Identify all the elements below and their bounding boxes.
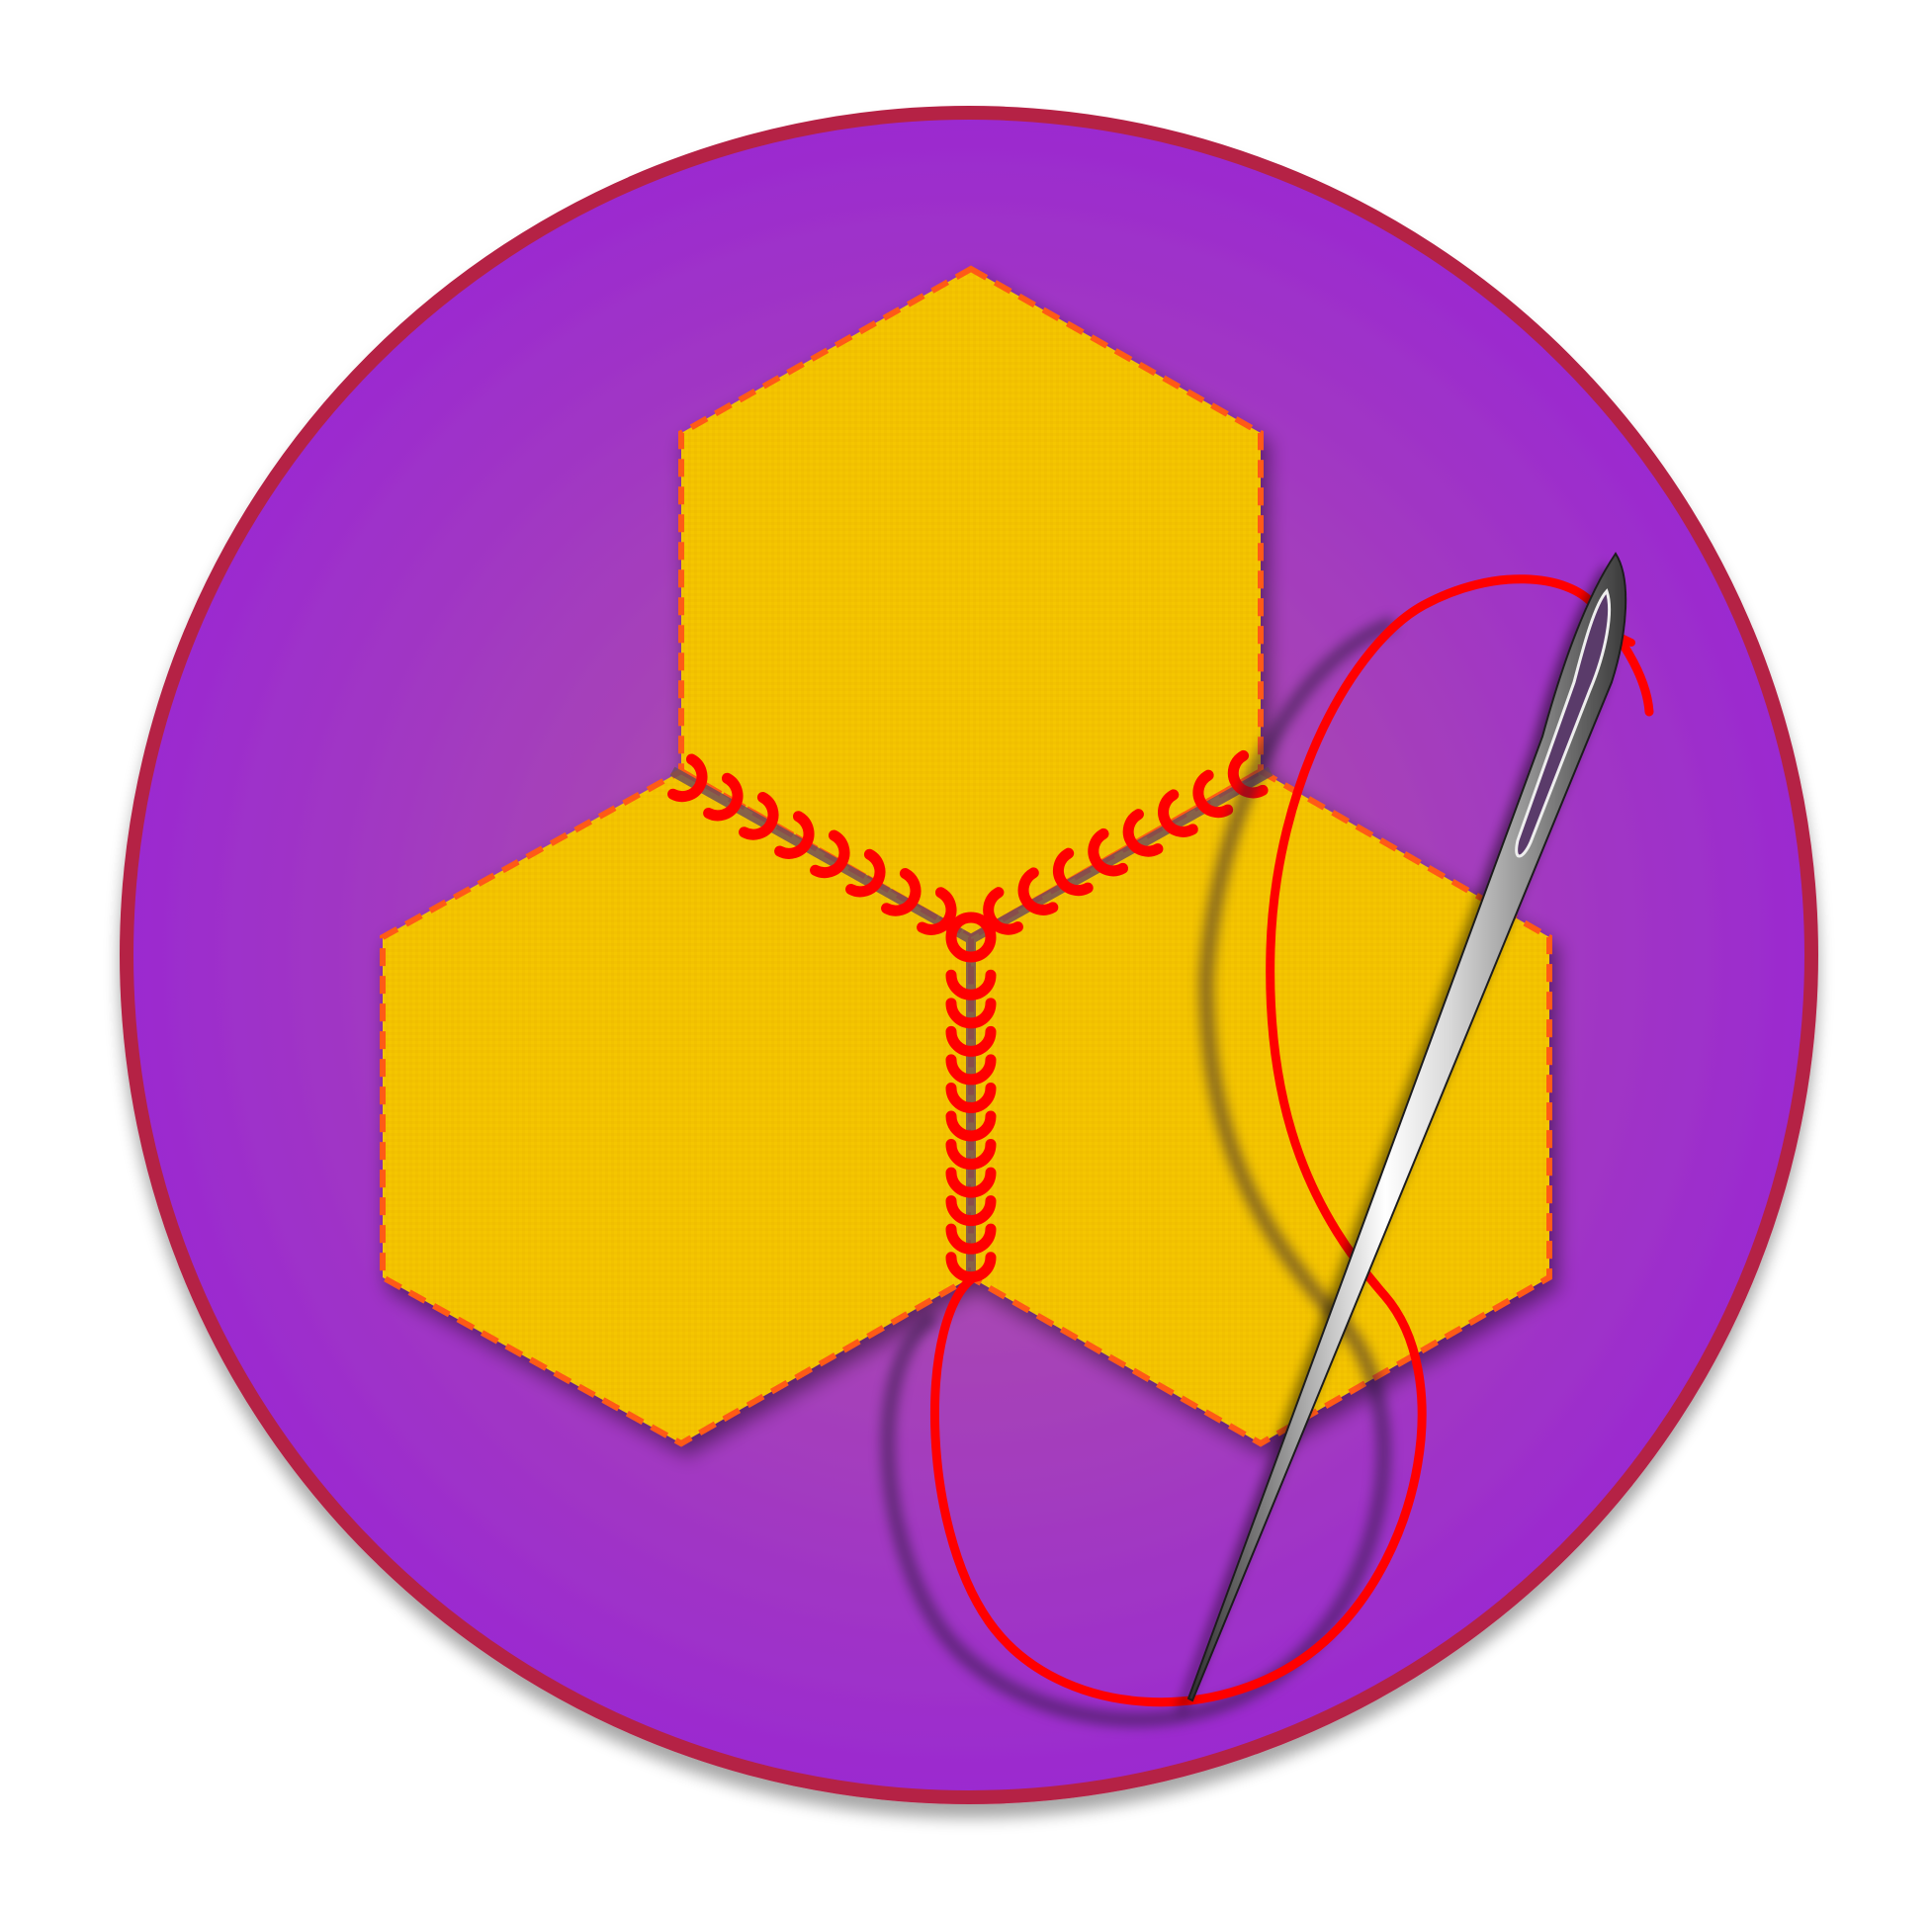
stitch-loop: [1227, 749, 1269, 799]
stitch-loop: [881, 867, 922, 916]
stitch-loop: [1122, 809, 1164, 857]
stitch-loop: [945, 1139, 997, 1170]
stitch-loop: [1158, 789, 1198, 837]
stitch-loop: [774, 811, 815, 859]
stitch-loop: [845, 848, 886, 898]
stitch-loop: [1192, 769, 1234, 819]
stitch-loop: [945, 1110, 997, 1142]
stitch-loop: [945, 1195, 997, 1227]
stitch-loop: [945, 1223, 997, 1255]
sewing-needle-icon: [1186, 552, 1627, 1702]
stitch-loop: [945, 1054, 997, 1086]
stitch-loop: [945, 969, 997, 1000]
stitch-loop: [810, 829, 850, 879]
stitch-loop: [667, 753, 708, 803]
stitch-loop: [945, 1025, 997, 1057]
stitch-loop: [1017, 867, 1059, 915]
stitch-loop: [945, 998, 997, 1029]
hexagon-right: [968, 767, 1552, 1447]
stitch-loop: [1052, 847, 1094, 897]
stitch-loop: [703, 772, 744, 822]
stitch-loop: [917, 887, 957, 935]
stitch-loop: [1088, 827, 1129, 877]
blanket-stitch-icon: [667, 749, 1269, 1283]
stitch-loop: [983, 887, 1023, 935]
stitch-loop: [739, 791, 779, 840]
needle-eye: [1515, 588, 1612, 858]
stitch-junction: [945, 912, 997, 963]
thread-shadow: [881, 616, 1397, 1727]
stitch-loop: [945, 1167, 997, 1198]
stitch-loop: [945, 1082, 997, 1113]
